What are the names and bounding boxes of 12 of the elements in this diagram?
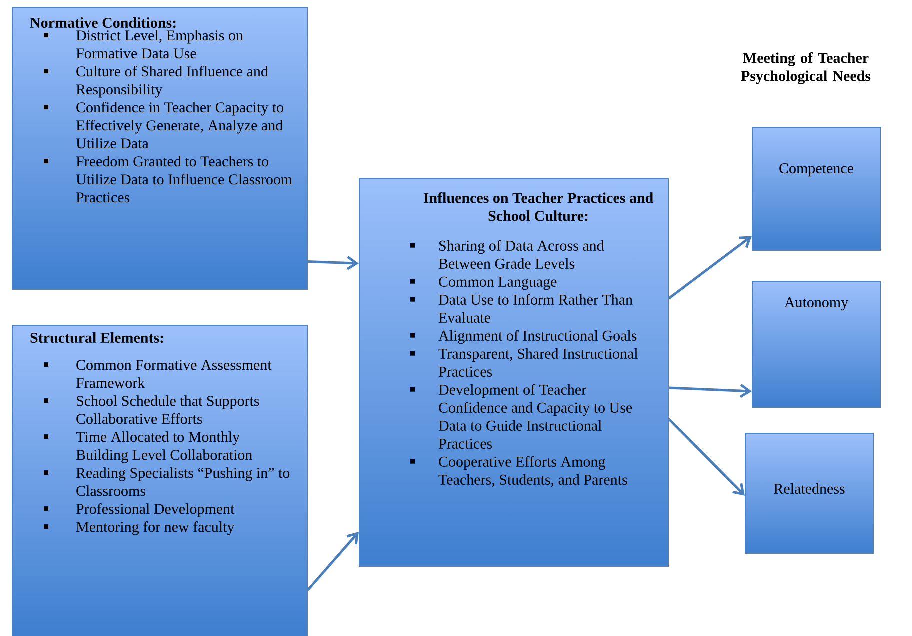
heading: Meeting of Teacher Psychological Needs bbox=[741, 52, 871, 84]
arrow bbox=[307, 532, 359, 592]
text-box: Autonomy bbox=[752, 281, 881, 408]
text-box: Competence bbox=[752, 127, 881, 251]
arrow bbox=[668, 236, 752, 300]
text-box: Normative Conditions: District Level, Emphasis on Formative Data Use Culture of Shared Influence and Responsibility Confidence in Teacher Capacity to Effectively Generate, Analyze and Utilize Data Freedom Granted to Teachers to Utilize Data to Influence Classroom Practices bbox=[12, 7, 308, 290]
arrow bbox=[668, 418, 745, 496]
text-box: Influences on Teacher Practices and School Culture: Sharing of Data Across and Between Grade Levels Common Language Data Use to Inform Rather Than Evaluate Alignment of Instructional Goals Transparent, Shared Instructional Practices Development of Teacher Confidence and Capacity to Use Data to Guide Instructional Practices Cooperative Efforts Among Teachers, Students, and Parents bbox=[359, 178, 669, 567]
text-box: Relatedness bbox=[745, 433, 874, 554]
text-box: Structural Elements: Common Formative Assessment Framework School Schedule that Supports Collaborative Efforts Time Allocated to Monthly Building Level Collaboration Reading Specialists “Pushing in” to Classrooms Professional Development Mentoring for new faculty bbox=[12, 325, 308, 636]
arrow bbox=[308, 256, 359, 270]
arrow bbox=[668, 384, 752, 398]
